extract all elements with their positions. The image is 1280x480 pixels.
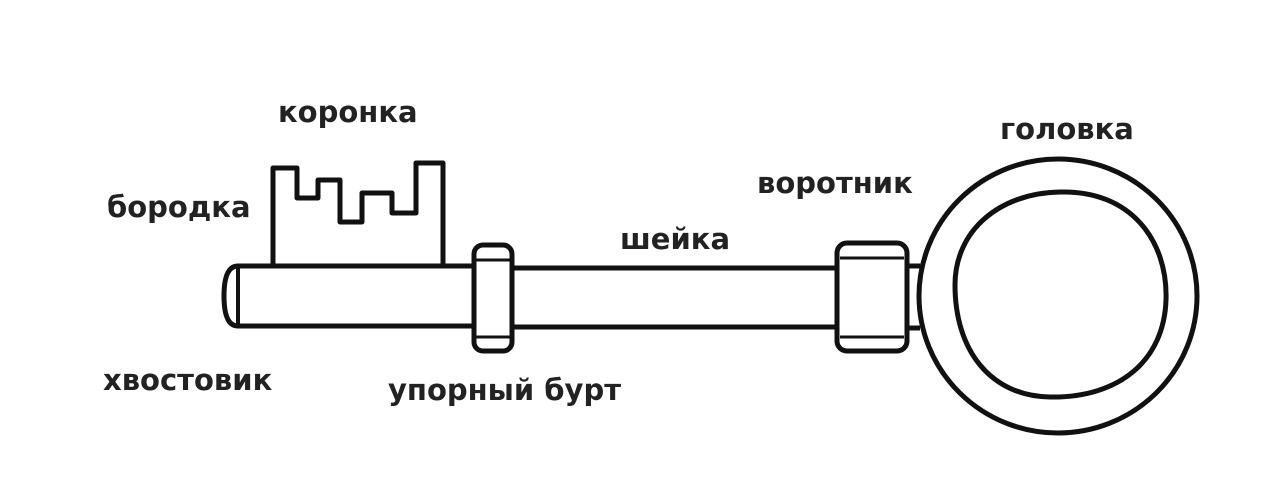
key-bit <box>270 160 446 265</box>
stop-shoulder-ring <box>471 242 515 354</box>
key-neck <box>512 265 837 330</box>
head-outer-ring <box>916 156 1200 436</box>
head-inner-ring <box>952 189 1169 400</box>
label-stop-shoulder: упорный бурт <box>388 373 622 407</box>
label-bit: бородка <box>107 190 251 224</box>
label-neck: шейка <box>620 222 731 256</box>
label-shank: хвостовик <box>103 363 273 397</box>
head-connector <box>907 263 920 331</box>
collar-ring <box>834 240 910 354</box>
key-shank <box>221 263 476 329</box>
label-collar: воротник <box>757 166 913 200</box>
label-crown: коронка <box>278 95 418 129</box>
label-head: головка <box>1000 112 1134 146</box>
